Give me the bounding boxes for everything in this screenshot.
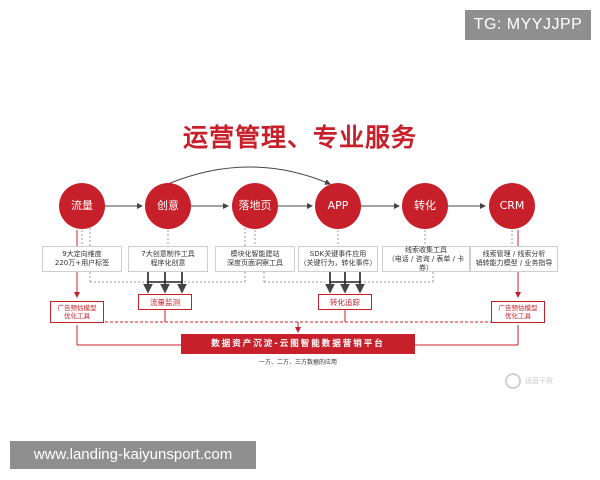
- stage-crm: CRM: [489, 183, 535, 229]
- diagram-title: 运营管理、专业服务: [182, 123, 417, 152]
- stage-landing-page: 落地页: [232, 183, 278, 229]
- traffic-monitor-tag: 流量监测: [138, 294, 192, 310]
- logo-text: 运营干货: [525, 377, 553, 385]
- stage-desc-app: SDK关键事件应用（关键行为，转化事件）: [298, 246, 378, 272]
- top-watermark: TG: MYYJJPP: [465, 10, 591, 40]
- data-platform-subtitle: 一方、二方、三方数据的应用: [258, 359, 337, 366]
- curved-arrow: [167, 166, 331, 185]
- stage-creative: 创意: [145, 183, 191, 229]
- stage-desc-landing-page: 模块化智能建站深度页面洞察工具: [215, 246, 295, 272]
- brand-logo: 运营干货: [505, 368, 575, 394]
- stage-app: APP: [315, 183, 361, 229]
- stage-desc-creative: 7大创意制作工具程序化创意: [128, 246, 208, 272]
- stage-desc-crm: 线索管理 / 线索分析销转能力模型 / 业务指导: [470, 246, 558, 272]
- conversion-tracking-tag: 转化追踪: [318, 294, 372, 310]
- data-platform-bar: 数据资产沉淀-云图智能数据营销平台: [181, 334, 415, 354]
- ad-model-left: 广告预估模型优化工具: [50, 301, 104, 323]
- bottom-watermark: www.landing-kaiyunsport.com: [10, 441, 256, 469]
- stage-conversion: 转化: [402, 183, 448, 229]
- stage-traffic: 流量: [59, 183, 105, 229]
- ad-model-right: 广告预估模型优化工具: [491, 301, 545, 323]
- stage-desc-conversion: 线索收集工具（电话 / 咨询 / 表单 / 卡券）: [382, 246, 470, 272]
- logo-circle-icon: [505, 373, 521, 389]
